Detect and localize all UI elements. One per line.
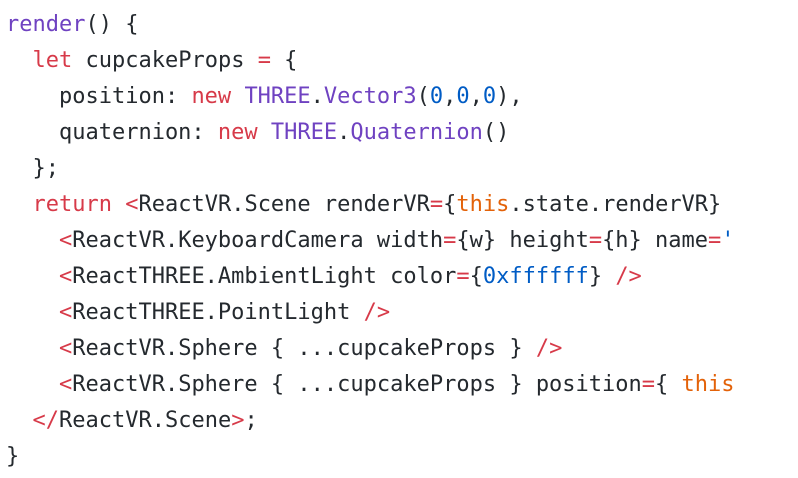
code-token: ), bbox=[496, 84, 523, 109]
code-token bbox=[6, 372, 59, 397]
code-token bbox=[6, 228, 59, 253]
code-token: = bbox=[257, 48, 271, 73]
code-token: 0 bbox=[429, 84, 444, 109]
code-token bbox=[112, 192, 125, 217]
code-line-7[interactable]: <ReactVR.KeyboardCamera width={w} height… bbox=[6, 226, 735, 256]
code-token: { bbox=[443, 192, 457, 217]
code-token: ReactVR.Scene bbox=[59, 408, 232, 433]
code-token: < bbox=[58, 372, 73, 397]
code-token: render bbox=[6, 12, 86, 37]
code-token: < bbox=[58, 336, 73, 361]
code-token: { bbox=[270, 48, 298, 73]
code-line-9[interactable]: <ReactTHREE.PointLight /> bbox=[6, 298, 390, 328]
code-token: ReactTHREE.PointLight bbox=[72, 300, 364, 325]
code-token: 0xffffff bbox=[482, 264, 589, 289]
code-token: , bbox=[443, 84, 457, 109]
code-token: Vector3 bbox=[323, 84, 417, 109]
code-token bbox=[6, 264, 59, 289]
code-token: {h} name bbox=[602, 228, 709, 253]
code-token: ReactVR.Sphere { ...cupcakeProps } posit… bbox=[72, 372, 642, 397]
code-token: = bbox=[708, 228, 722, 253]
code-token: this bbox=[681, 372, 735, 397]
code-token bbox=[6, 300, 59, 325]
code-token: /> bbox=[363, 300, 391, 325]
code-line-2[interactable]: let cupcakeProps = { bbox=[6, 46, 298, 76]
code-token: /> bbox=[535, 336, 563, 361]
code-token: cupcakeProps bbox=[72, 48, 258, 73]
code-token bbox=[6, 336, 59, 361]
code-token bbox=[6, 408, 33, 433]
code-token: = bbox=[641, 372, 656, 397]
code-line-10[interactable]: <ReactVR.Sphere { ...cupcakeProps } /> bbox=[6, 334, 562, 364]
code-line-12[interactable]: </ReactVR.Scene>; bbox=[6, 406, 258, 436]
code-token: new bbox=[217, 120, 258, 145]
code-line-1[interactable]: render() { bbox=[6, 10, 138, 40]
code-token: quaternion: bbox=[6, 120, 218, 145]
code-line-5[interactable]: }; bbox=[6, 154, 59, 184]
code-token bbox=[6, 48, 33, 73]
code-token: THREE bbox=[244, 84, 311, 109]
code-token bbox=[231, 84, 244, 109]
code-token: ( bbox=[416, 84, 430, 109]
code-token: { bbox=[469, 264, 483, 289]
code-line-13[interactable]: } bbox=[6, 442, 19, 472]
code-token: ReactVR.KeyboardCamera width bbox=[72, 228, 444, 253]
code-token: < bbox=[125, 192, 139, 217]
code-token: = bbox=[429, 192, 444, 217]
code-token: /> bbox=[615, 264, 642, 289]
code-line-11[interactable]: <ReactVR.Sphere { ...cupcakeProps } posi… bbox=[6, 370, 735, 400]
code-token bbox=[6, 192, 33, 217]
code-token: }; bbox=[6, 156, 59, 181]
code-token: = bbox=[456, 264, 470, 289]
code-token: = bbox=[443, 228, 457, 253]
code-token: new bbox=[191, 84, 232, 109]
code-token: ' bbox=[721, 228, 735, 253]
code-token: > bbox=[231, 408, 245, 433]
code-token: ReactTHREE.AmbientLight color bbox=[72, 264, 457, 289]
code-token: let bbox=[32, 48, 73, 73]
code-token: . bbox=[337, 120, 351, 145]
code-token: , bbox=[469, 84, 483, 109]
code-line-4[interactable]: quaternion: new THREE.Quaternion() bbox=[6, 118, 509, 148]
code-token: < bbox=[58, 300, 73, 325]
code-token: } bbox=[6, 444, 20, 469]
code-token: return bbox=[32, 192, 112, 217]
code-line-3[interactable]: position: new THREE.Vector3(0,0,0), bbox=[6, 82, 523, 112]
code-token: THREE bbox=[270, 120, 338, 145]
code-token: ReactVR.Scene renderVR bbox=[138, 192, 430, 217]
code-token: () bbox=[482, 120, 510, 145]
code-token: this bbox=[456, 192, 510, 217]
code-token bbox=[258, 120, 271, 145]
code-token: {w} height bbox=[456, 228, 589, 253]
code-token: ; bbox=[244, 408, 258, 433]
code-token: 0 bbox=[456, 84, 470, 109]
code-token: . bbox=[310, 84, 324, 109]
code-token: < bbox=[58, 228, 73, 253]
code-token: Quaternion bbox=[350, 120, 483, 145]
code-token: position: bbox=[6, 84, 192, 109]
code-token: } bbox=[588, 264, 616, 289]
code-token: </ bbox=[32, 408, 60, 433]
code-line-8[interactable]: <ReactTHREE.AmbientLight color={0xffffff… bbox=[6, 262, 642, 292]
code-token: { bbox=[655, 372, 682, 397]
code-token: < bbox=[58, 264, 73, 289]
code-token: .state.renderVR} bbox=[509, 192, 722, 217]
code-token: = bbox=[588, 228, 603, 253]
code-token: 0 bbox=[482, 84, 497, 109]
code-line-6[interactable]: return <ReactVR.Scene renderVR={this.sta… bbox=[6, 190, 722, 220]
code-token: ReactVR.Sphere { ...cupcakeProps } bbox=[72, 336, 536, 361]
code-token: () { bbox=[85, 12, 139, 37]
